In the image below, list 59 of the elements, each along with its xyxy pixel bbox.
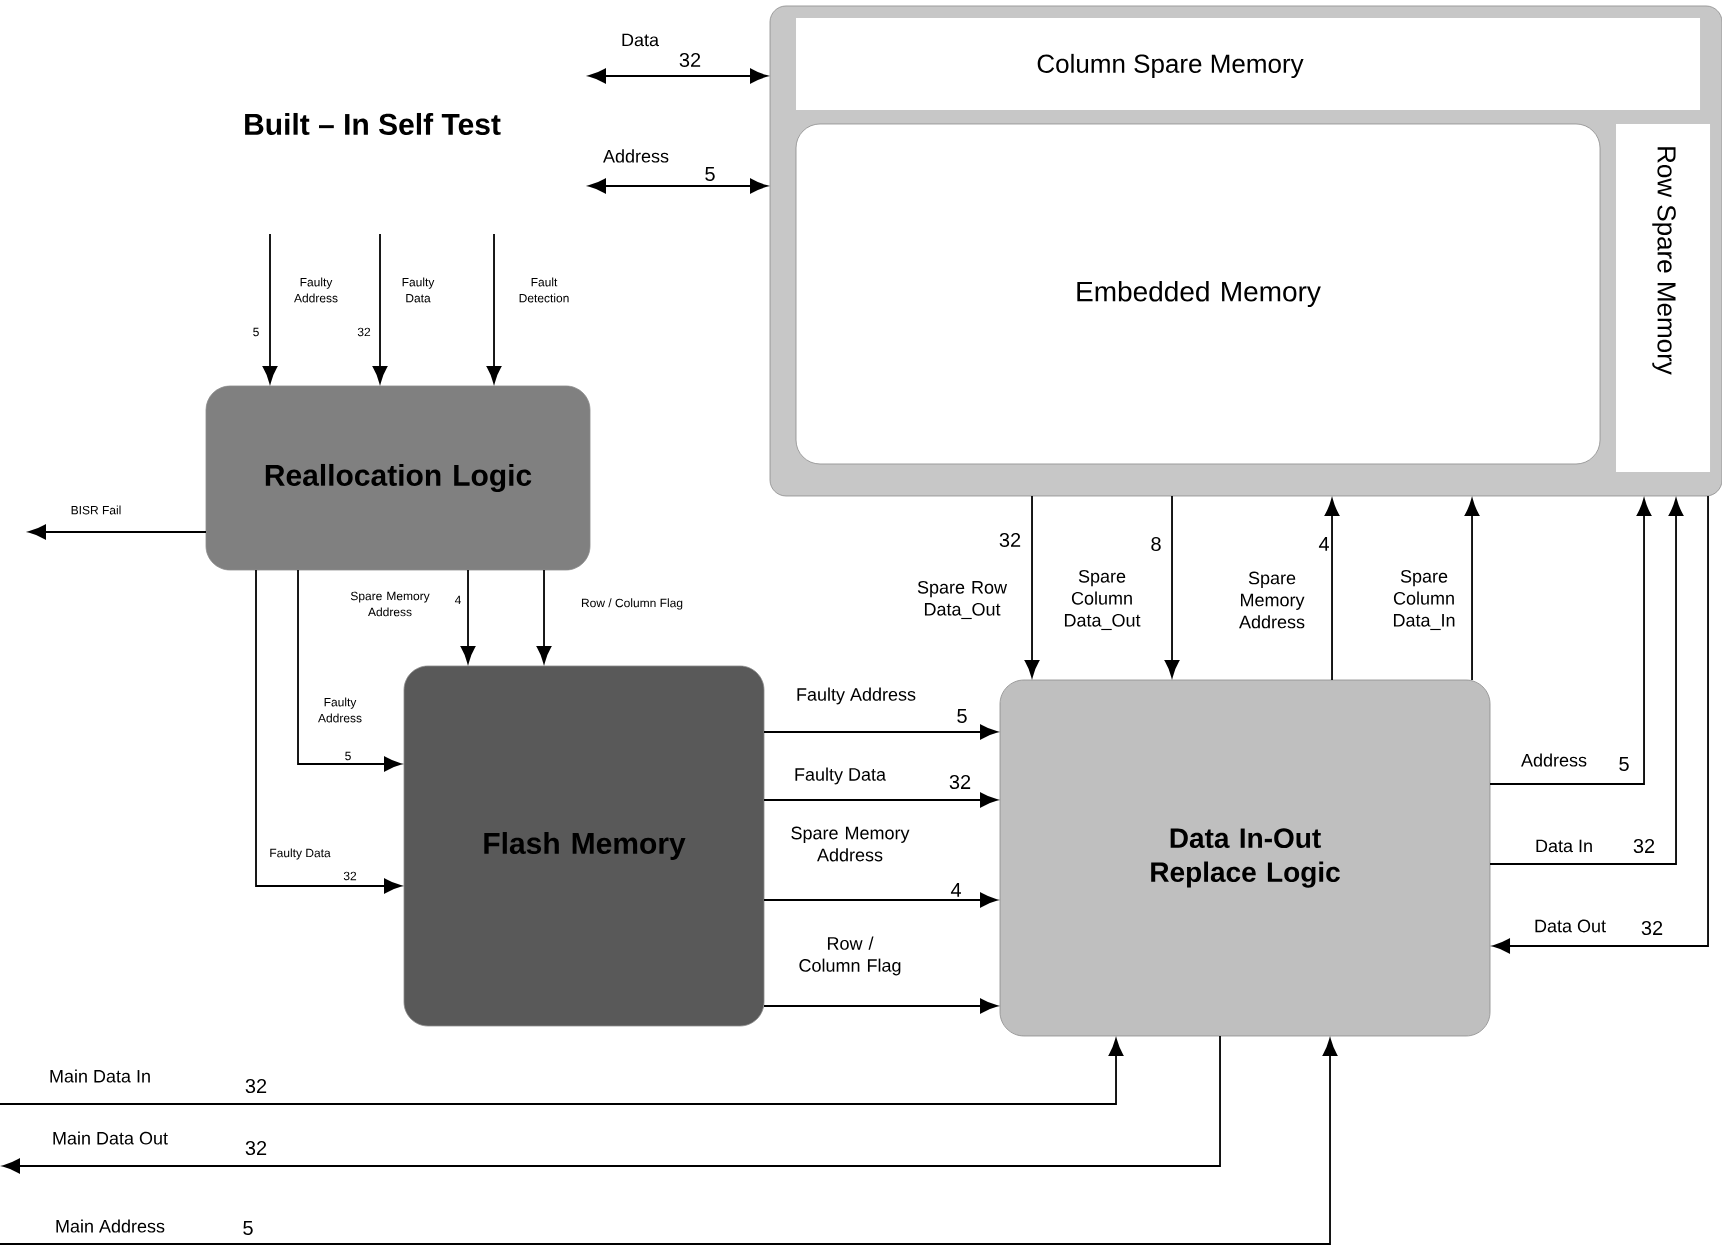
arrow — [28, 524, 207, 540]
bus-width-label: 32 — [999, 532, 1021, 548]
arrow — [1492, 495, 1709, 954]
arrow — [262, 233, 278, 384]
arrow — [372, 233, 388, 384]
memory-box: Flash Memory — [403, 665, 765, 1027]
bus-width-label: 32 — [679, 52, 701, 68]
edge-label: Spare Column Data_In — [1393, 569, 1455, 631]
arrow — [0, 1038, 1124, 1105]
bus-width-label: 32 — [1641, 920, 1663, 936]
bus-width-label: 32 — [949, 774, 971, 790]
edge-label: Main Address — [56, 1219, 165, 1233]
arrow — [763, 792, 998, 808]
title: Built – In Self Test — [245, 112, 501, 135]
bus-width-label: 8 — [1151, 536, 1161, 552]
arrow — [588, 178, 768, 194]
edge-label: Faulty Data — [795, 767, 886, 785]
edge-label: Address — [603, 149, 669, 163]
edge-label: Spare Row Data_Out — [917, 580, 1008, 620]
arrow — [2, 1035, 1221, 1174]
logic-box: Reallocation Logic — [205, 385, 591, 571]
arrow — [486, 233, 502, 384]
edge-label: Row / Column Flag — [799, 936, 901, 976]
arrow — [536, 569, 552, 664]
arrow — [1324, 498, 1340, 681]
arrow — [1489, 498, 1652, 785]
edge-label: Spare Column Data_Out — [1064, 569, 1141, 631]
arrow — [297, 569, 402, 772]
bus-width-label: 5 — [705, 167, 715, 181]
arrow — [460, 569, 476, 664]
edge-label: Address — [1521, 753, 1587, 767]
arrow — [763, 998, 998, 1014]
edge-label: Main Data Out — [53, 1131, 168, 1145]
arrow — [0, 1038, 1338, 1245]
arrow — [1464, 498, 1480, 681]
bus-width-label: 32 — [245, 1140, 267, 1156]
arrow — [255, 569, 402, 894]
arrow — [763, 892, 998, 908]
bus-width-label: 5 — [1619, 757, 1629, 771]
bus-width-label: 4 — [950, 883, 961, 897]
arrow — [763, 724, 998, 740]
edge-label: Faulty Address — [797, 687, 916, 705]
edge-label: Main Data In — [50, 1069, 150, 1083]
bus-width-label: 4 — [1318, 537, 1329, 551]
bus-width-label: 32 — [1633, 838, 1655, 854]
arrow — [1489, 498, 1684, 865]
edge-label: Spare Memory Address — [791, 826, 910, 862]
logic-box: Data In-Out Replace Logic — [999, 679, 1491, 1037]
edge-label: Data — [622, 33, 659, 47]
arrow — [1024, 495, 1040, 678]
arrow — [588, 68, 768, 84]
memory-box: Embedded Memory — [795, 123, 1601, 465]
bus-width-label: 5 — [243, 1221, 253, 1235]
edge-label: Spare Memory Address — [1239, 571, 1305, 629]
edge-label: Data In — [1536, 839, 1592, 853]
bus-width-label: 5 — [957, 709, 967, 723]
arrow — [1164, 495, 1180, 678]
bus-width-label: 32 — [245, 1078, 267, 1094]
edge-label: Data Out — [1535, 919, 1606, 933]
